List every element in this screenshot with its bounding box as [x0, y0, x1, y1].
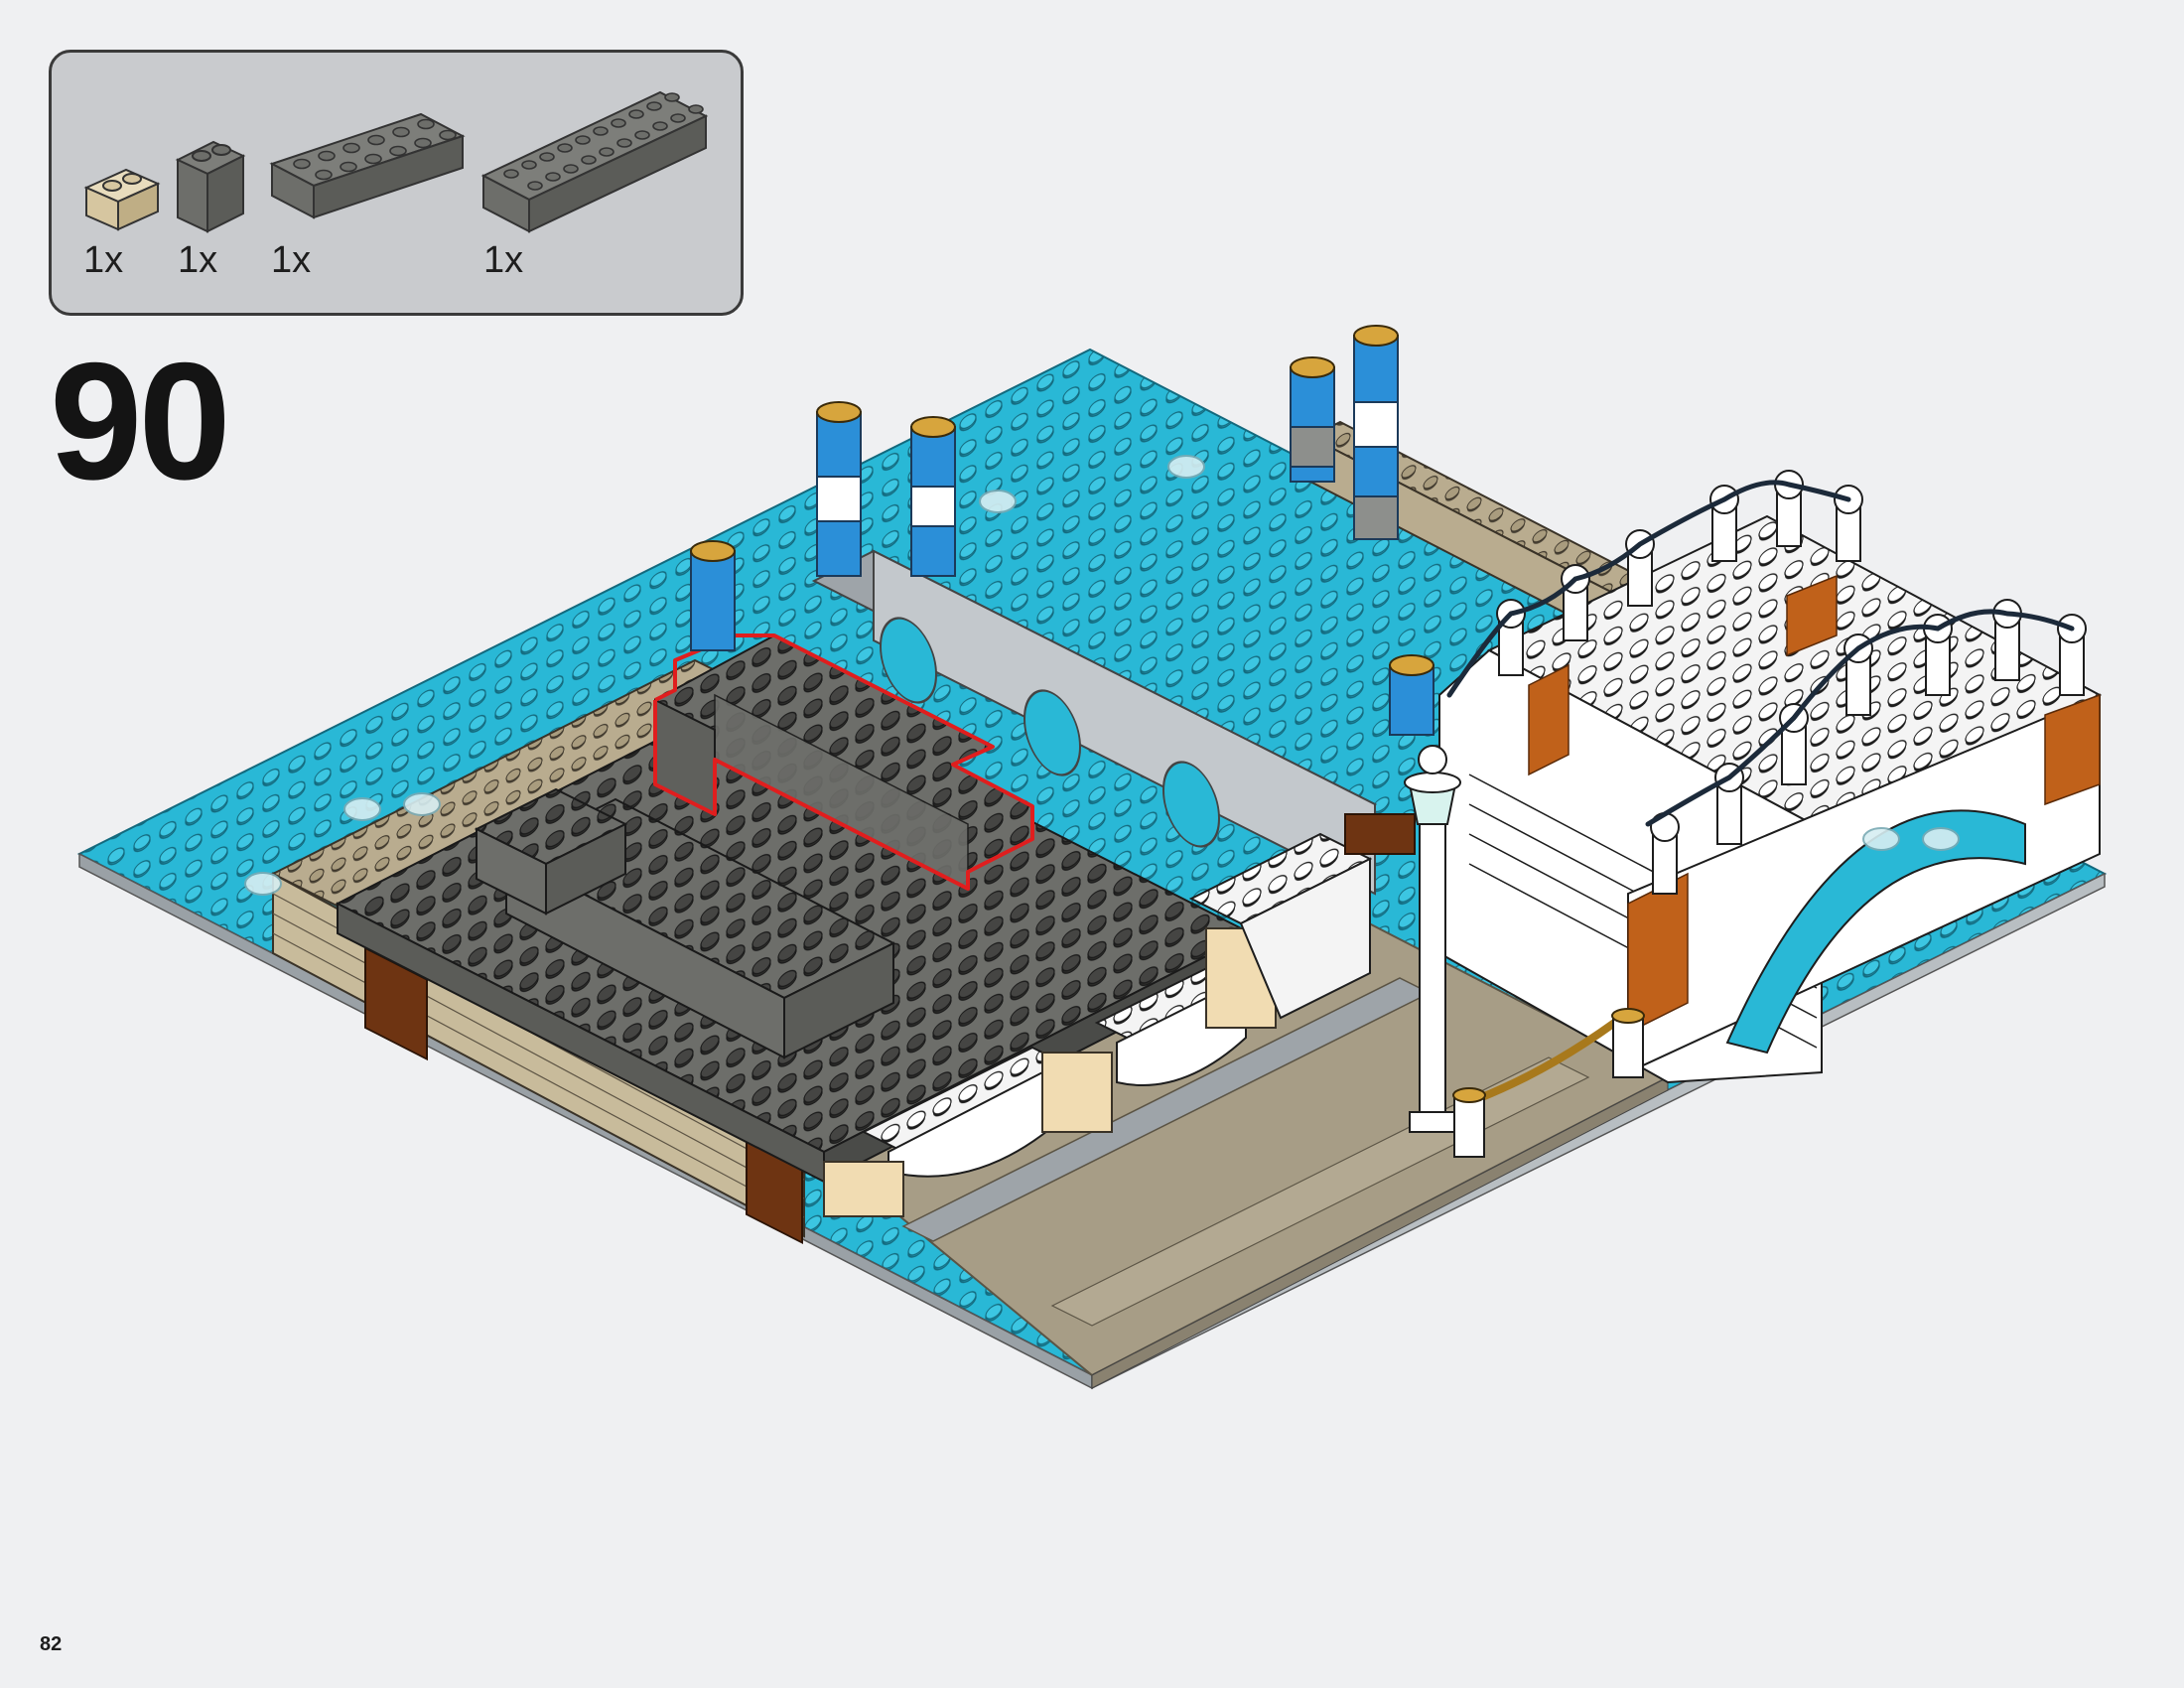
part-tan-brick: [83, 168, 161, 231]
part-quantity-4: 1x: [483, 239, 524, 281]
part-gray-brick-2x6: [269, 112, 466, 219]
baluster: [2057, 614, 2087, 696]
mooring-pole: [1290, 356, 1335, 483]
step-number: 90: [50, 328, 231, 514]
mooring-pole: [1353, 325, 1399, 540]
bridge-railing: [1496, 470, 2087, 895]
baluster: [1779, 703, 1809, 785]
mooring-pole: [910, 416, 956, 577]
transparent-studs: [244, 455, 1960, 896]
front-planters: [823, 813, 1416, 1217]
part-quantity-3: 1x: [271, 239, 312, 281]
mooring-poles: [690, 325, 1434, 736]
parts-illustration: [83, 90, 709, 233]
mooring-pole: [816, 401, 862, 577]
baluster: [1650, 812, 1680, 895]
part-gray-brick-2x10: [480, 90, 709, 233]
street-lamp: [1404, 745, 1461, 1133]
page-number: 82: [40, 1633, 63, 1655]
part-quantity-1: 1x: [83, 239, 124, 281]
parts-callout: 1x 1x 1x 1x: [49, 50, 744, 316]
mooring-pole: [690, 540, 736, 651]
new-parts-highlight: [653, 633, 1034, 891]
chain-barrier: [1452, 1008, 1645, 1158]
mooring-pole: [1389, 654, 1434, 736]
gray-arch-wall: [811, 549, 1378, 896]
part-tall-gray-brick: [175, 140, 246, 233]
part-quantity-2: 1x: [178, 239, 218, 281]
bridge-chains: [1446, 480, 2075, 827]
